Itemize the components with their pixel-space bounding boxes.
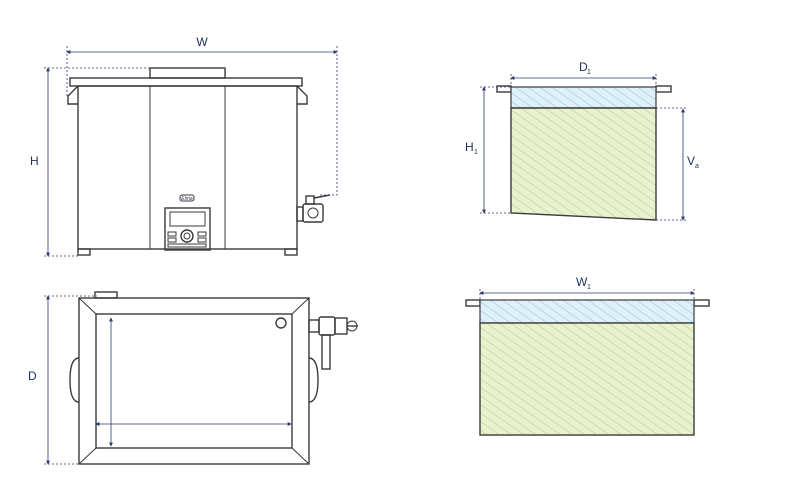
volume-subscript: a [695, 163, 699, 170]
top-tab [94, 291, 118, 299]
inner-width-subscript: 1 [587, 284, 591, 291]
brand-logo [179, 194, 195, 202]
valve-lever [321, 334, 331, 370]
tank-outer-top [78, 297, 310, 465]
foot-left [77, 248, 91, 256]
display [169, 211, 206, 227]
control-knob [180, 229, 194, 243]
depth-label: D [28, 369, 37, 383]
inner-width-label: W [576, 275, 588, 289]
inner-height-subscript: 1 [474, 149, 478, 156]
rim-left-2 [465, 299, 481, 307]
right-handle-top [308, 357, 319, 403]
lid-handle [149, 67, 226, 79]
liquid-area-2 [479, 322, 695, 436]
headspace-area [510, 86, 657, 109]
left-side-handle [67, 85, 79, 105]
headspace-area-2 [479, 299, 695, 324]
rim-right-2 [693, 299, 710, 307]
height-label: H [30, 154, 39, 168]
inner-depth-label: D [579, 60, 588, 74]
tank-body [77, 85, 298, 250]
foot-right [284, 248, 298, 256]
front-view: Elma W H [30, 35, 338, 257]
control-panel [164, 207, 211, 251]
brand-logo-text: Elma [181, 196, 193, 202]
front-section-view: W 1 [465, 275, 710, 436]
inner-depth-subscript: 1 [587, 69, 591, 76]
lid [69, 77, 303, 87]
drain-valve-top [308, 316, 358, 370]
drain-valve-front [296, 194, 331, 223]
right-side-handle [296, 85, 308, 105]
width-label: W [196, 35, 208, 49]
top-view: D [28, 291, 358, 465]
tank-opening [95, 313, 293, 449]
inner-height-label: H [465, 140, 474, 154]
side-section-view: D 1 H 1 V a [465, 60, 699, 221]
volume-label: V [687, 154, 695, 168]
rim-right [655, 85, 672, 93]
left-handle-top [69, 357, 80, 403]
drain-hole [275, 317, 287, 329]
liquid-area [510, 107, 657, 221]
